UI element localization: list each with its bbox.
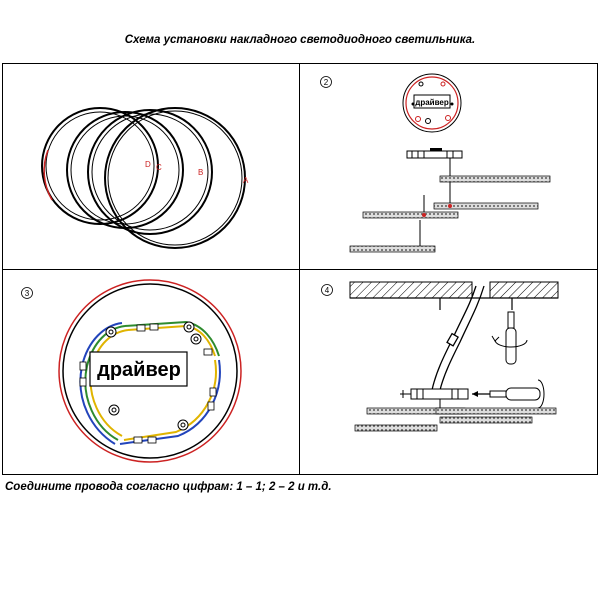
ring-a-inner [107,110,243,246]
driver-label-small: драйвер [415,98,449,107]
ring-profile-b [433,182,539,210]
step-number-2: 2 [324,78,329,87]
panel-4: 4 [321,281,559,432]
base-plate [62,283,238,459]
screwdriver-vertical [491,311,528,365]
driver-label: драйвер [97,359,181,381]
wiring-instruction: Соедините провода согласно цифрам: 1 – 1… [5,481,332,493]
ring-d [41,107,159,225]
screwdriver-horizontal [472,379,545,409]
panel-2: 2 драйвер [320,73,551,253]
label-d: D [145,160,151,169]
ring-a [104,107,246,249]
ring-b [87,109,213,235]
ring-profile-d [349,220,436,253]
ring-profile-c [362,195,459,219]
step-number-3: 3 [25,289,30,298]
label-c: C [156,163,162,172]
driver-box [89,351,188,387]
step-number-4: 4 [325,286,330,295]
mounting-plate-side-view [406,148,463,159]
label-a: A [243,176,249,185]
ring-b-inner [91,113,209,231]
ring-profiles-assembled [354,399,557,432]
panel-3: 3 драйвер [21,279,242,463]
label-b: B [198,168,203,177]
supply-cable [431,285,485,391]
panel-1-rings [41,107,246,249]
base-outer-ring [58,279,242,463]
screw-anchors [439,298,513,310]
terminal-nuts [105,321,202,431]
ceiling-right [489,281,559,299]
ceiling-left [349,281,473,299]
mounting-plate-panel-4 [400,388,469,400]
connector-blocks [79,323,217,444]
diagram-title: Схема установки накладного светодиодного… [124,34,476,46]
ring-d-inner [45,111,155,221]
ring-profile-a [439,158,551,183]
horizontal-divider [2,269,598,270]
mounting-plate-top-view: драйвер [402,73,462,133]
